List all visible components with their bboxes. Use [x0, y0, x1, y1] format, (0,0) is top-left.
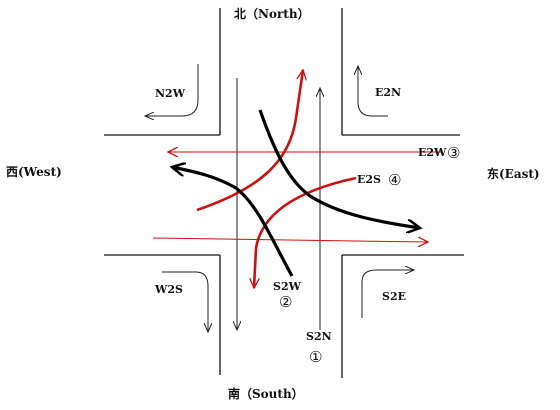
- s2e-label: S2E: [382, 290, 406, 303]
- n2w-turn-arrow: [145, 64, 199, 116]
- east-label: 东(East): [487, 166, 540, 181]
- north-to-east-left-turn-arrow: [258, 109, 420, 228]
- west-label: 西(West): [6, 165, 62, 179]
- s2w-label: S2W: [273, 280, 302, 293]
- road-edges: [104, 8, 464, 378]
- e2s-label: E2S: [357, 173, 381, 186]
- north-label: 北（North）: [234, 6, 310, 21]
- e2s-left-turn-arrow: [254, 176, 357, 288]
- south-label: 南（South）: [228, 386, 304, 401]
- west-to-north-left-turn-arrow: [196, 70, 303, 212]
- s2n-label: S2N: [306, 330, 332, 343]
- w2s-turn-arrow: [162, 271, 208, 332]
- marker-three: ③: [447, 144, 460, 162]
- marker-one: ①: [309, 348, 322, 366]
- s2w-left-turn-arrow: [172, 167, 294, 277]
- w2e-straight-arrow: [152, 238, 428, 242]
- e2w-label: E2W: [418, 146, 447, 159]
- s2e-turn-arrow: [361, 270, 414, 318]
- e2n-label: E2N: [375, 86, 401, 99]
- e2n-turn-arrow: [358, 66, 388, 117]
- n2w-label: N2W: [155, 87, 186, 100]
- marker-two: ②: [279, 293, 292, 311]
- marker-four: ④: [388, 171, 401, 189]
- w2s-label: W2S: [154, 283, 183, 296]
